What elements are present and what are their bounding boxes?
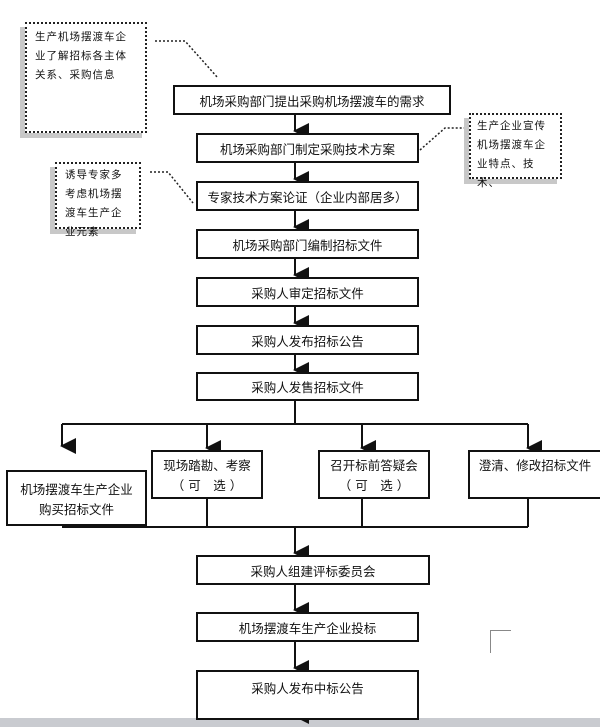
step-compile-docs: 机场采购部门编制招标文件 <box>196 229 419 259</box>
note-expert-influence: 诱导专家多考虑机场摆渡车生产企业元素 <box>55 162 141 238</box>
branch-label: 机场摆渡车生产企业 <box>20 482 133 497</box>
step-sell-docs: 采购人发售招标文件 <box>196 372 419 401</box>
step-request: 机场采购部门提出采购机场摆渡车的需求 <box>173 85 451 115</box>
step-expert-review: 专家技术方案论证（企业内部居多） <box>196 181 419 211</box>
step-award-notice: 采购人发布中标公告 <box>196 670 419 720</box>
branch-site-visit: 现场踏勘、考察 （ 可 选 ） <box>151 450 263 499</box>
step-approve-docs: 采购人审定招标文件 <box>196 277 419 307</box>
branch-label: 现场踏勘、考察 <box>163 458 251 473</box>
step-bid: 机场摆渡车生产企业投标 <box>196 612 419 642</box>
branch-buy-docs: 机场摆渡车生产企业购买招标文件 <box>6 470 147 526</box>
branch-qa-meeting: 召开标前答疑会 （ 可 选 ） <box>318 450 430 499</box>
branch-label: 召开标前答疑会 <box>330 458 418 473</box>
note-supplier-info: 生产机场摆渡车企业了解招标各主体关系、采购信息 <box>25 22 147 133</box>
branch-label: （ 可 选 ） <box>171 478 243 493</box>
branch-label: 购买招标文件 <box>38 502 114 517</box>
branch-label: 澄清、修改招标文件 <box>478 458 592 473</box>
branch-label: （ 可 选 ） <box>338 478 410 493</box>
corner-mark <box>490 630 511 653</box>
step-committee: 采购人组建评标委员会 <box>196 555 430 585</box>
branch-clarify-docs: 澄清、修改招标文件 <box>468 450 600 499</box>
step-publish-notice: 采购人发布招标公告 <box>196 325 419 355</box>
step-tech-plan: 机场采购部门制定采购技术方案 <box>196 133 419 163</box>
note-supplier-promo: 生产企业宣传机场摆渡车企业特点、技术、 <box>469 113 562 189</box>
